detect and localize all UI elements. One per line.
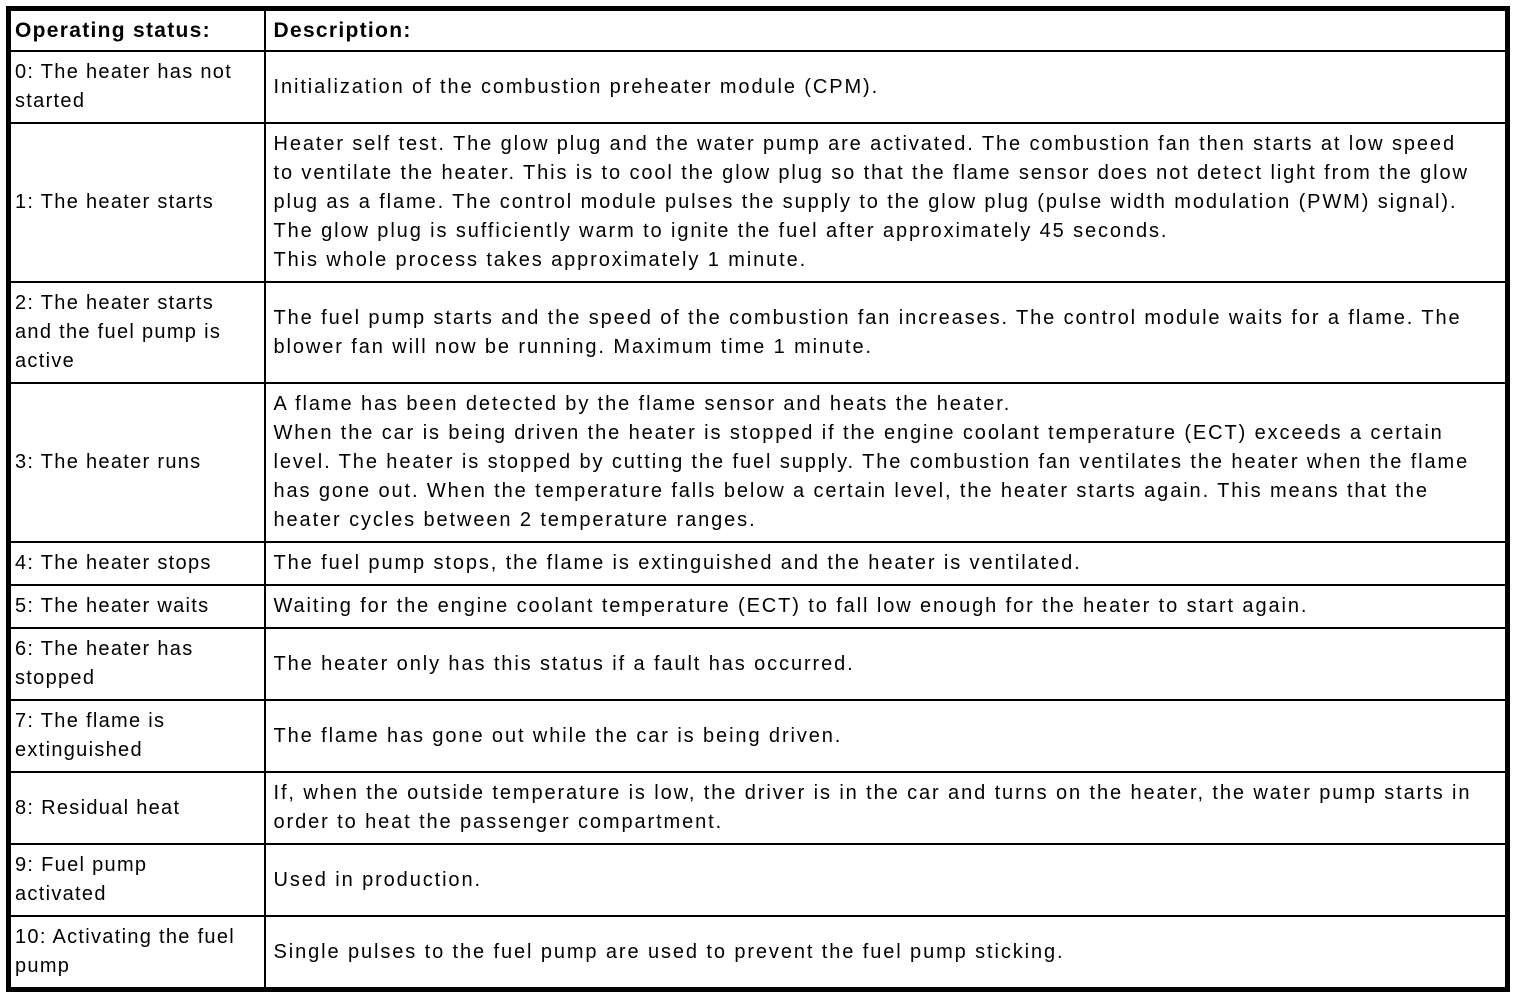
table-row: 7: The flame is extinguished The flame h… (7, 699, 1509, 773)
table-row: 3: The heater runs A flame has been dete… (7, 382, 1509, 543)
description-cell: The heater only has this status if a fau… (263, 627, 1509, 701)
description-cell: Single pulses to the fuel pump are used … (263, 915, 1509, 991)
description-cell: Used in production. (263, 843, 1509, 917)
description-cell: Waiting for the engine coolant temperatu… (263, 584, 1509, 629)
table-row: 0: The heater has not started Initializa… (7, 50, 1509, 124)
column-header-operating-status: Operating status: (7, 7, 266, 52)
status-cell: 4: The heater stops (7, 541, 266, 586)
status-cell: 3: The heater runs (7, 382, 266, 543)
description-cell: The fuel pump starts and the speed of th… (263, 281, 1509, 384)
status-cell: 5: The heater waits (7, 584, 266, 629)
status-cell: 6: The heater has stopped (7, 627, 266, 701)
table-row: 1: The heater starts Heater self test. T… (7, 122, 1509, 283)
description-cell: If, when the outside temperature is low,… (263, 771, 1509, 845)
description-cell: Initialization of the combustion preheat… (263, 50, 1509, 124)
description-cell: Heater self test. The glow plug and the … (263, 122, 1509, 283)
description-cell: The flame has gone out while the car is … (263, 699, 1509, 773)
table-row: 4: The heater stops The fuel pump stops,… (7, 541, 1509, 586)
operating-status-table: Operating status: Description: 0: The he… (6, 6, 1510, 992)
status-cell: 7: The flame is extinguished (7, 699, 266, 773)
table-row: 8: Residual heat If, when the outside te… (7, 771, 1509, 845)
status-cell: 9: Fuel pump activated (7, 843, 266, 917)
status-cell: 1: The heater starts (7, 122, 266, 283)
column-header-description: Description: (263, 7, 1509, 52)
table-row: 2: The heater starts and the fuel pump i… (7, 281, 1509, 384)
status-cell: 0: The heater has not started (7, 50, 266, 124)
description-cell: A flame has been detected by the flame s… (263, 382, 1509, 543)
status-cell: 8: Residual heat (7, 771, 266, 845)
table-row: 6: The heater has stopped The heater onl… (7, 627, 1509, 701)
description-cell: The fuel pump stops, the flame is exting… (263, 541, 1509, 586)
table-row: 9: Fuel pump activated Used in productio… (7, 843, 1509, 917)
table-row: 10: Activating the fuel pump Single puls… (7, 915, 1509, 991)
status-cell: 2: The heater starts and the fuel pump i… (7, 281, 266, 384)
table-row: 5: The heater waits Waiting for the engi… (7, 584, 1509, 629)
header-row: Operating status: Description: (7, 7, 1509, 52)
status-cell: 10: Activating the fuel pump (7, 915, 266, 991)
